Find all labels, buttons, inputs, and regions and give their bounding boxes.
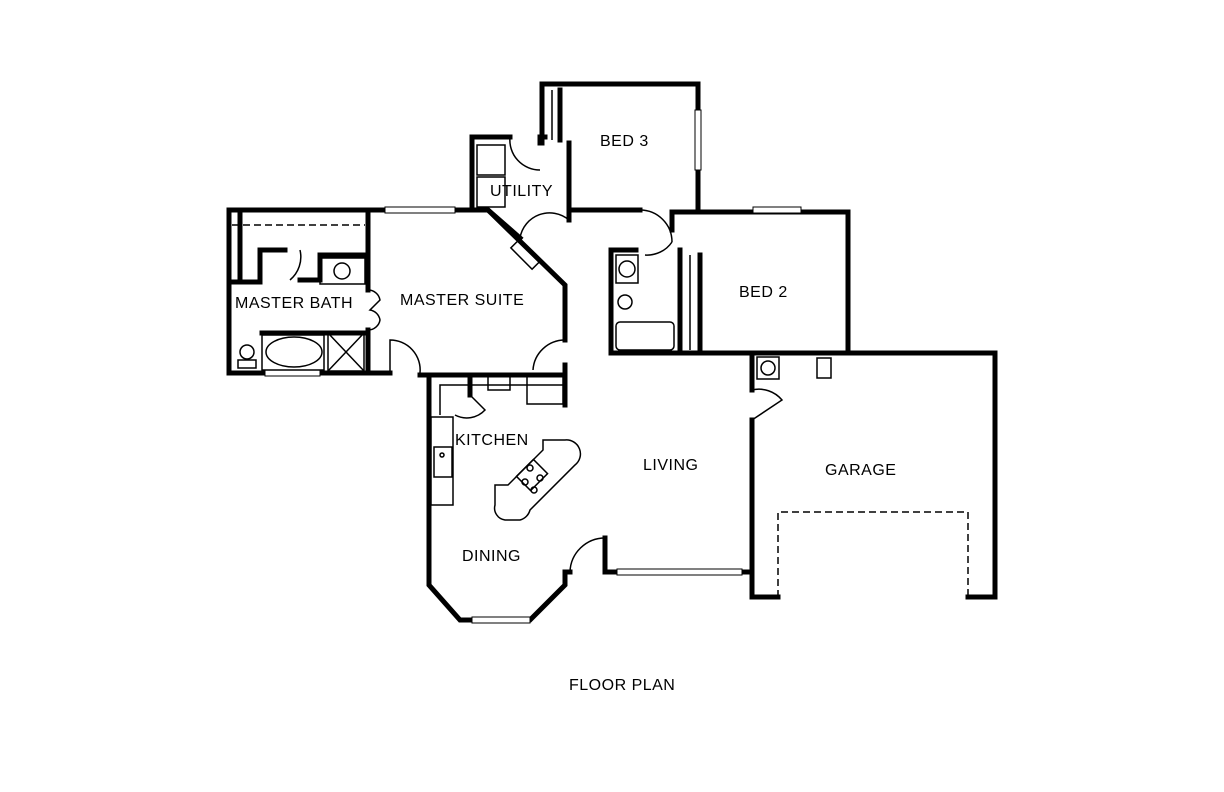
room-label-garage: GARAGE xyxy=(825,462,897,479)
exterior-walls xyxy=(226,81,998,623)
plan-title: FLOOR PLAN xyxy=(569,677,676,694)
room-label-bed-3: BED 3 xyxy=(600,133,649,150)
room-label-bed-2: BED 2 xyxy=(739,284,788,301)
doors xyxy=(289,136,784,573)
fixtures xyxy=(229,87,969,597)
room-label-living: LIVING xyxy=(643,457,699,474)
room-label-dining: DINING xyxy=(462,548,521,565)
room-label-master-bath: MASTER BATH xyxy=(235,295,354,312)
room-label-utility: UTILITY xyxy=(490,183,554,200)
room-label-kitchen: KITCHEN xyxy=(455,432,529,449)
windows xyxy=(264,109,802,624)
room-label-master-suite: MASTER SUITE xyxy=(400,292,525,309)
